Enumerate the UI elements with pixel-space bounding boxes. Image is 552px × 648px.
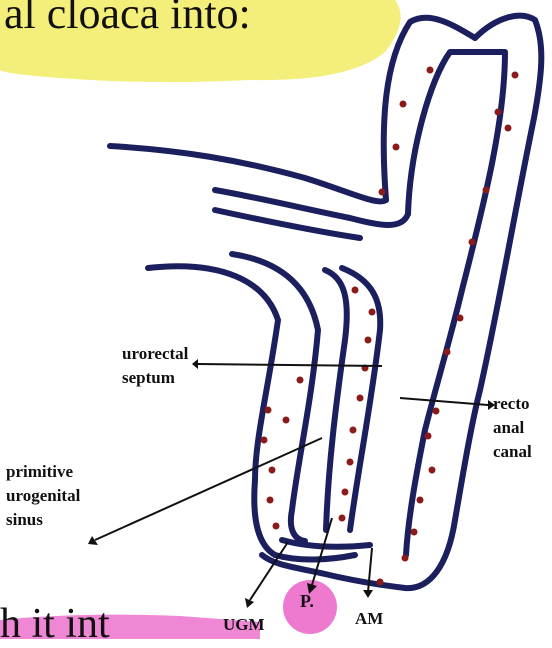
slide-title-fragment: al cloaca into: bbox=[4, 0, 251, 39]
label-urorectal-line1: urorectal bbox=[122, 342, 188, 366]
label-recto-anal-canal: recto anal canal bbox=[493, 392, 532, 464]
label-recto-line3: canal bbox=[493, 440, 532, 464]
label-ugm: UGM bbox=[223, 613, 265, 637]
arrow-primitive bbox=[95, 438, 322, 540]
septum-outer bbox=[232, 254, 318, 541]
label-urorectal-septum: urorectal septum bbox=[122, 342, 188, 390]
label-primitive-urogenital-sinus: primitive urogenital sinus bbox=[6, 460, 80, 532]
upper-tail-inner bbox=[215, 190, 408, 225]
arrowhead-urorectal bbox=[192, 359, 198, 369]
red-dots bbox=[261, 67, 519, 586]
arrowhead-primitive bbox=[88, 536, 98, 545]
slide-bottom-fragment: h it int bbox=[0, 600, 110, 648]
label-primitive-line1: primitive bbox=[6, 460, 80, 484]
label-recto-line2: anal bbox=[493, 416, 532, 440]
label-primitive-line3: sinus bbox=[6, 508, 80, 532]
arrowhead-am bbox=[363, 590, 373, 598]
upper-tail bbox=[110, 146, 386, 201]
rectal-tube-inner bbox=[406, 52, 505, 555]
label-urorectal-line2: septum bbox=[122, 366, 188, 390]
label-am: AM bbox=[355, 607, 383, 631]
label-recto-line1: recto bbox=[493, 392, 532, 416]
label-primitive-line2: urogenital bbox=[6, 484, 80, 508]
label-p: P. bbox=[300, 589, 314, 613]
arrow-urorectal bbox=[198, 364, 382, 366]
